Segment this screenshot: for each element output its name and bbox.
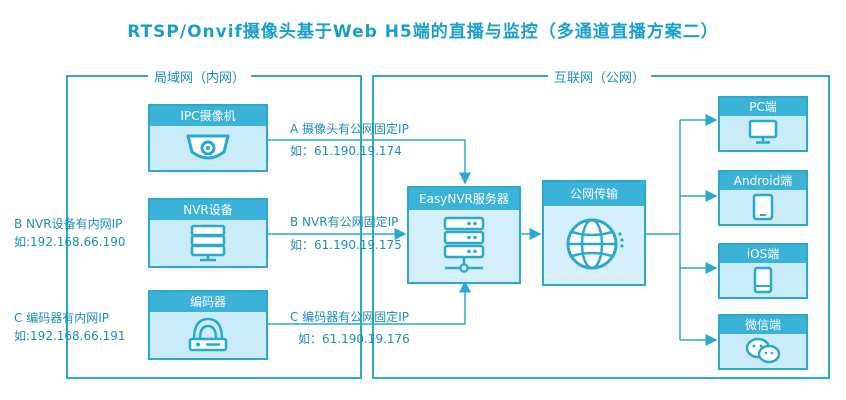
easynvr-server-label: EasyNVR服务器 — [409, 188, 519, 210]
camera-icon — [186, 134, 230, 160]
internet-region-label: 互联网（公网） — [548, 67, 652, 86]
easynvr-server-node: EasyNVR服务器 — [407, 186, 521, 284]
client-wechat-label: 微信端 — [720, 316, 806, 334]
encoder-router-icon — [188, 317, 228, 352]
edge-label-b-line2: 如：61.190.19.175 — [290, 238, 402, 252]
device-ipc-camera-label: IPC摄像机 — [150, 106, 266, 126]
edge-label-a-line1: A 摄像头有公网固定IP — [290, 122, 409, 136]
edge-label-c-line2: 如：61.190.19.176 — [298, 332, 410, 346]
globe-icon — [566, 218, 624, 270]
client-ios: iOS端 — [718, 243, 808, 299]
lan-region-label: 局域网（内网） — [148, 67, 252, 86]
lan-note-nvr-line2: 如:192.168.66.190 — [14, 235, 126, 249]
device-encoder-label: 编码器 — [150, 292, 266, 312]
edge-label-b-line1: B NVR有公网固定IP — [290, 215, 399, 229]
device-nvr-label: NVR设备 — [150, 200, 266, 220]
client-android-label: Android端 — [720, 172, 806, 190]
server-rack-icon — [443, 216, 485, 273]
nvr-server-icon — [190, 224, 226, 262]
public-network-label: 公网传输 — [544, 182, 644, 206]
lan-note-encoder-line1: C 编码器有内网IP — [14, 311, 109, 325]
client-android: Android端 — [718, 170, 808, 226]
lan-note-encoder-line2: 如:192.168.66.191 — [14, 329, 126, 343]
client-wechat: 微信端 — [718, 314, 808, 370]
edge-label-a-line2: 如：61.190.19.174 — [290, 144, 402, 158]
monitor-icon — [748, 119, 778, 144]
lan-note-nvr-line1: B NVR设备有内网IP — [14, 217, 123, 231]
diagram-title: RTSP/Onvif摄像头基于Web H5端的直播与监控（多通道直播方案二） — [127, 22, 719, 42]
client-pc-label: PC端 — [720, 98, 806, 116]
public-network-node: 公网传输 — [542, 180, 646, 286]
device-nvr: NVR设备 — [148, 198, 268, 268]
phone-icon — [753, 266, 773, 294]
client-ios-label: iOS端 — [720, 245, 806, 263]
edge-label-c-line1: C 编码器有公网固定IP — [290, 310, 409, 324]
client-pc: PC端 — [718, 96, 808, 152]
device-encoder: 编码器 — [148, 290, 268, 360]
device-ipc-camera: IPC摄像机 — [148, 104, 268, 172]
wechat-icon — [745, 337, 781, 364]
tablet-icon — [752, 193, 774, 221]
